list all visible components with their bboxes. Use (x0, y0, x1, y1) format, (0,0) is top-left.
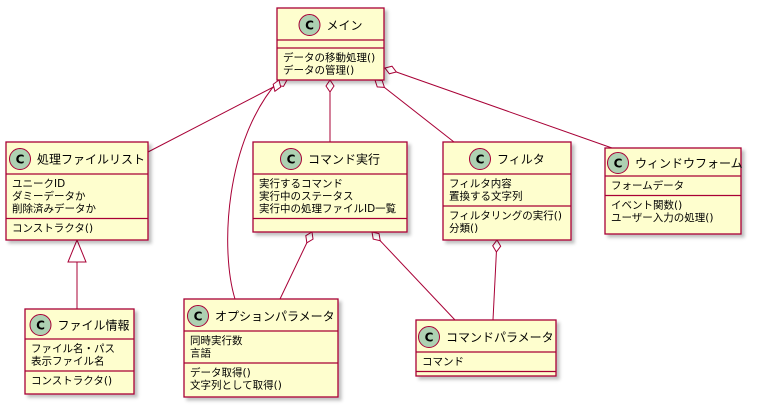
class-field: 削除済みデータか (12, 202, 96, 215)
class-box (415, 319, 557, 377)
class-box (252, 141, 408, 233)
class-name: ファイル情報 (58, 319, 130, 333)
edge-main-option-params (227, 79, 280, 300)
relationship-edges (67, 65, 613, 321)
stereotype-letter: C (36, 319, 45, 333)
class-stereotype-icon (418, 326, 440, 348)
class-field: 同時実行数 (190, 334, 243, 347)
class-name: オプションパラメータ (215, 310, 335, 324)
inheritance-arrowhead (67, 238, 87, 263)
class-name: 処理ファイルリスト (37, 153, 145, 167)
stereotype-letter: C (305, 19, 314, 33)
aggregation-diamond (272, 79, 282, 93)
class-field: 表示ファイル名 (31, 355, 105, 368)
class-field: ダミーデータか (12, 190, 86, 203)
class-box (442, 141, 572, 241)
stereotype-letter: C (16, 153, 25, 167)
class-field: 実行するコマンド (259, 177, 343, 190)
class-name: ウィンドウフォーム (635, 157, 743, 171)
class-field: コマンド (422, 356, 464, 368)
class-field: 実行中の処理ファイルID一覧 (259, 202, 397, 215)
aggregation-diamond (325, 79, 335, 93)
class-method: コンストラクタ() (31, 375, 112, 387)
class-box (183, 298, 339, 398)
class-name: コマンド実行 (308, 152, 380, 167)
class-field: 置換する文字列 (449, 190, 523, 203)
class-field: 言語 (190, 347, 211, 360)
aggregation-diamond (492, 239, 502, 253)
aggregation-diamond (384, 65, 398, 75)
class-stereotype-icon (469, 148, 491, 170)
stereotype-letter: C (614, 157, 623, 171)
edge-main-proc-list (147, 79, 288, 153)
edge-main-window-form (384, 67, 613, 149)
class-name: メイン (327, 19, 363, 33)
stereotype-letter: C (476, 153, 485, 167)
class-method: データの移動処理() (283, 51, 375, 64)
class-field: 実行中のステータス (259, 190, 354, 203)
class-field: フォームデータ (611, 179, 684, 192)
stereotype-letter: C (194, 310, 203, 324)
class-stereotype-icon (187, 305, 209, 327)
class-method: データの管理() (283, 64, 354, 77)
class-box (276, 7, 385, 81)
class-method: ユーザー入力の処理() (611, 211, 713, 224)
edge-filter-cmd-params (492, 239, 498, 321)
class-name: フィルタ (497, 153, 545, 167)
class-stereotype-icon (607, 152, 629, 174)
aggregation-diamond (371, 231, 381, 242)
class-stereotype-icon (298, 14, 321, 36)
edge-cmd-exec-cmd-params (371, 231, 456, 321)
class-stereotype-icon (29, 314, 52, 336)
class-name: コマンドパラメータ (446, 331, 554, 345)
class-field: ユニークID (12, 178, 65, 190)
stereotype-letter: C (425, 331, 434, 345)
class-stereotype-icon (280, 148, 302, 170)
edge-main-filter (374, 79, 455, 143)
class-method: 文字列として取得() (190, 379, 282, 392)
class-field: ファイル名・パス (31, 342, 115, 355)
class-stereotype-icon (9, 148, 31, 170)
class-method: フィルタリングの実行() (449, 209, 562, 222)
aggregation-diamond (305, 231, 314, 244)
stereotype-letter: C (287, 153, 296, 167)
class-method: データ取得() (190, 366, 251, 379)
class-method: 分類() (449, 223, 478, 235)
class-method: コンストラクタ() (12, 223, 93, 235)
class-method: イベント関数() (611, 199, 682, 212)
class-field: フィルタ内容 (449, 177, 512, 190)
